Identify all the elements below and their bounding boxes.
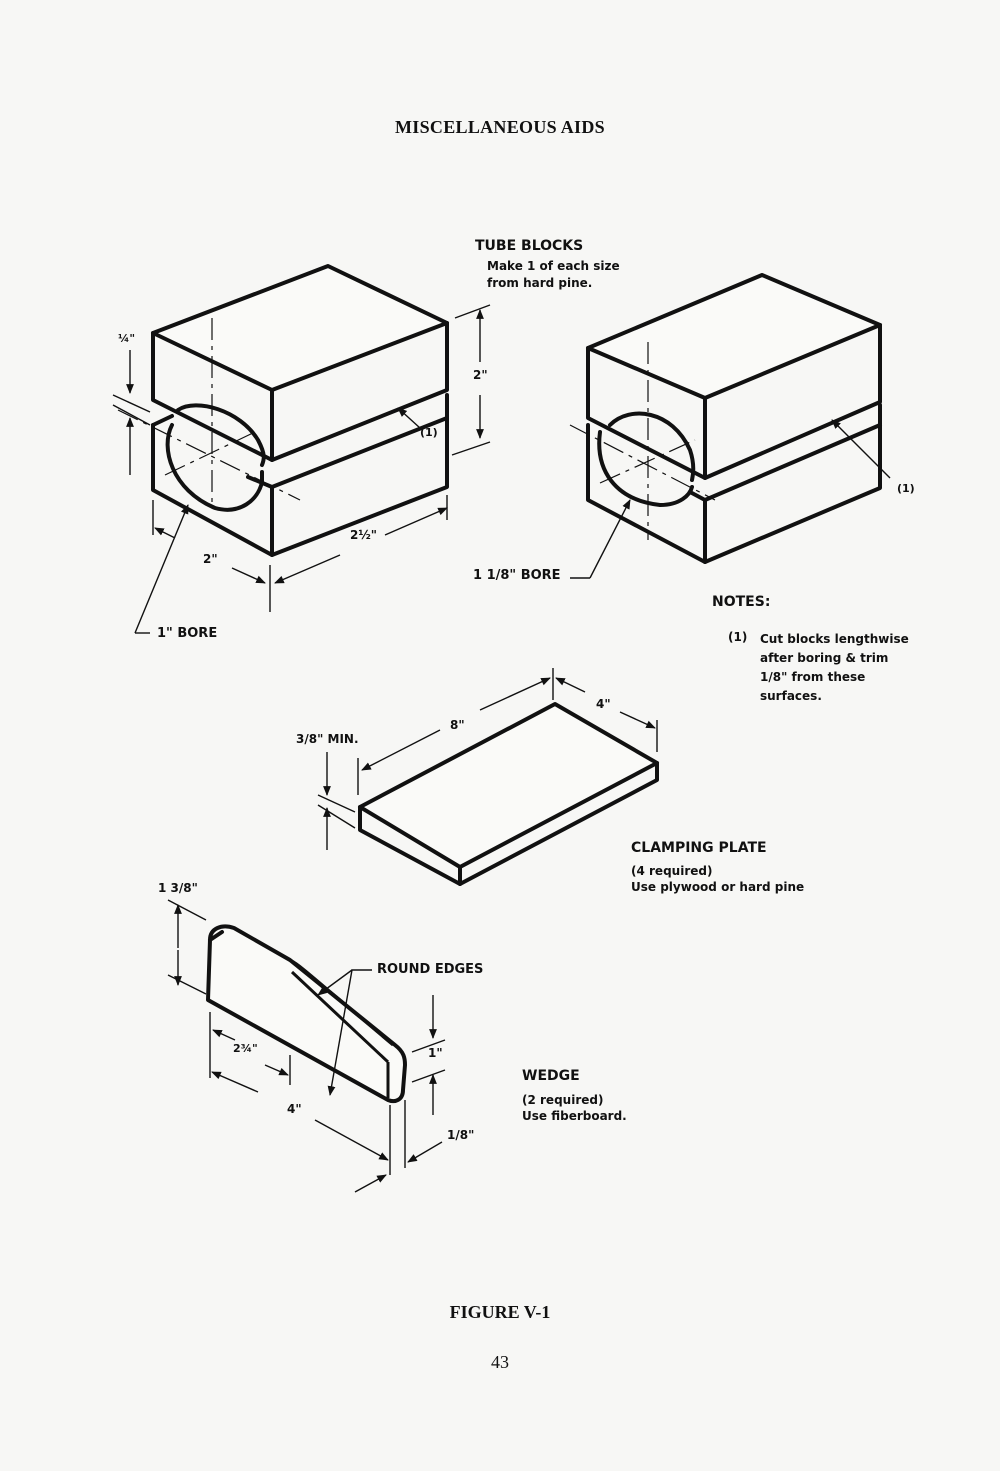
tube-block-small (117, 264, 449, 557)
tube-block-large-dimensions (570, 419, 891, 579)
clamping-plate-line2: Use plywood or hard pine (631, 880, 805, 894)
plate-thickness-dimension: 3/8" MIN. (296, 732, 359, 746)
clamping-plate-shape (358, 702, 659, 886)
tube-blocks-line1: Make 1 of each size (487, 259, 620, 273)
notes-number: (1) (728, 630, 748, 644)
tube-block-small-dimensions (112, 304, 491, 634)
wedge-flat-dimension: 2¾" (233, 1042, 258, 1055)
wedge-dimensions (167, 899, 446, 1193)
tube-blocks-line2: from hard pine. (487, 276, 593, 290)
block-width-dimension: 2" (203, 552, 218, 566)
wedge-line1: (2 required) (522, 1093, 604, 1107)
wedge-tip-dimension: 1/8" (447, 1128, 475, 1142)
bore-small-label: 1" BORE (157, 626, 218, 641)
clamping-plate-title: CLAMPING PLATE (631, 840, 767, 856)
clamping-plate-line1: (4 required) (631, 864, 713, 878)
notes-line4: surfaces. (760, 689, 822, 703)
page-title: MISCELLANEOUS AIDS (395, 117, 605, 137)
gap-dimension: ¼" (118, 332, 136, 345)
round-edges-label: ROUND EDGES (377, 962, 484, 977)
wedge-height-dimension: 1 3/8" (158, 881, 198, 895)
block-height-dimension: 2" (473, 368, 488, 382)
wedge-line2: Use fiberboard. (522, 1109, 627, 1123)
notes-line2: after boring & trim (760, 651, 889, 665)
note-ref-right: (1) (897, 482, 915, 495)
wedge-shape (206, 924, 407, 1104)
wedge-length-dimension: 4" (287, 1102, 302, 1116)
tube-blocks-title: TUBE BLOCKS (475, 238, 584, 254)
tube-block-large (569, 273, 882, 564)
bore-large-label: 1 1/8" BORE (473, 568, 561, 583)
wedge-title: WEDGE (522, 1068, 580, 1084)
block-length-dimension: 2½" (350, 528, 378, 542)
notes-line3: 1/8" from these (760, 670, 866, 684)
figure-caption: FIGURE V-1 (449, 1302, 551, 1322)
wedge-end-dimension: 1" (428, 1046, 443, 1060)
notes-line1: Cut blocks lengthwise (760, 632, 909, 646)
notes-title: NOTES: (712, 594, 771, 610)
note-ref-left: (1) (420, 426, 438, 439)
page-number: 43 (491, 1352, 509, 1372)
plate-width-dimension: 4" (596, 697, 611, 711)
clamping-plate-dimensions (317, 668, 658, 850)
plate-length-dimension: 8" (450, 718, 465, 732)
